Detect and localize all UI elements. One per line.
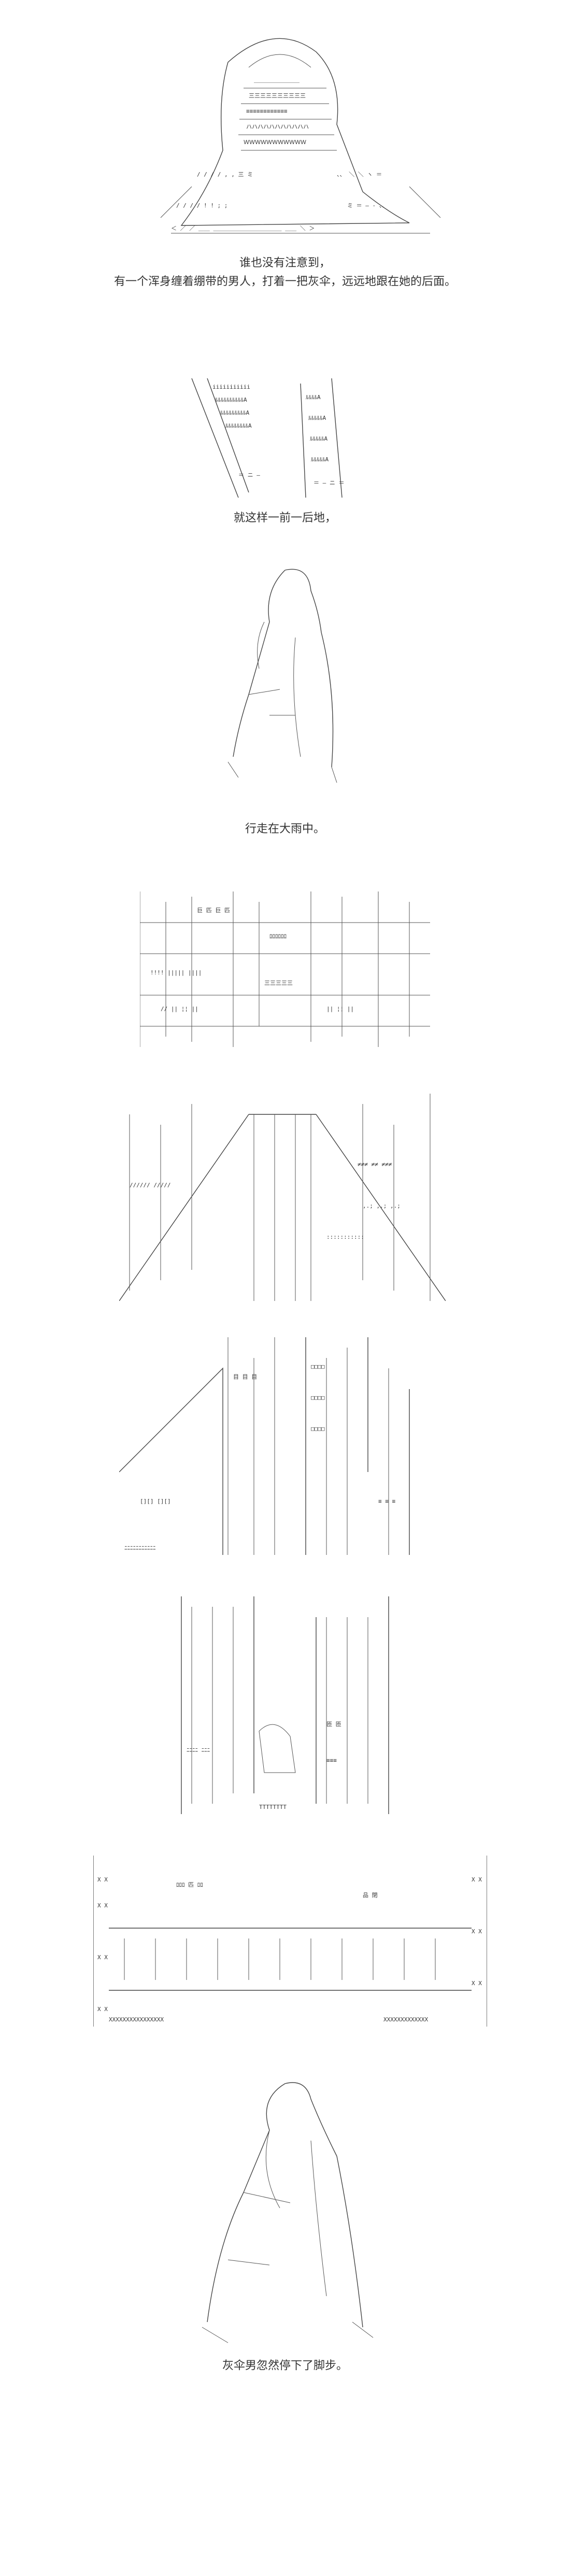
svg-text:ﾙﾙﾙﾙﾙﾙﾙﾙﾙﾙA: ﾙﾙﾙﾙﾙﾙﾙﾙﾙﾙA: [215, 397, 247, 403]
svg-text:ﾆﾆﾆﾆﾆﾆﾆﾆﾆﾆﾆ: ﾆﾆﾆﾆﾆﾆﾆﾆﾆﾆﾆ: [124, 1545, 156, 1551]
svg-text:＜ ／ ／ ＿＿ ＿＿＿＿＿＿＿＿＿＿＿＿ ＿＿ ＼ ＞: ＜ ／ ／ ＿＿ ＿＿＿＿＿＿＿＿＿＿＿＿ ＿＿ ＼ ＞: [171, 225, 315, 232]
svg-text:X X: X X: [97, 2006, 108, 2013]
svg-text:匝 匝: 匝 匝: [326, 1721, 341, 1728]
ascii-art-street-scene: 巨 匹 巨 匹 ﾛﾛﾛﾛﾛﾛ !!!! ||||| |||| 三三三三三 // …: [140, 891, 430, 1047]
svg-text:≡≡≡≡≡≡≡≡≡≡≡≡: ≡≡≡≡≡≡≡≡≡≡≡≡: [246, 108, 288, 115]
svg-text:≠≠≠ ≠≠ ≠≠≠: ≠≠≠ ≠≠ ≠≠≠: [358, 1161, 392, 1168]
ascii-art-figure-back: [218, 560, 363, 793]
svg-text:// || ¦¦ ||: // || ¦¦ ||: [161, 1006, 198, 1012]
svg-text:目 目 目: 目 目 目: [233, 1374, 257, 1380]
svg-text:＝ ニ ―: ＝ ニ ―: [238, 472, 260, 478]
svg-text:ハハハハハハハハハハハ: ハハハハハハハハハハハ: [246, 123, 309, 130]
svg-text:≡≡≡: ≡≡≡: [326, 1757, 337, 1764]
svg-text:ﾛﾛﾛ 匹 ﾛﾛ: ﾛﾛﾛ 匹 ﾛﾛ: [176, 1881, 203, 1888]
ascii-art-tall-buildings: 目 目 目 □□□□ □□□□ □□□□ [][] [][] ≡ ≡ ≡ ﾆﾆﾆ…: [119, 1337, 440, 1555]
caption-1-line-2: 有一个浑身缠着绷带的男人，打着一把灰伞，远远地跟在她的后面。: [113, 275, 456, 288]
svg-text:X X: X X: [472, 1876, 482, 1883]
svg-text:ﾛﾛﾛﾛﾛﾛ: ﾛﾛﾛﾛﾛﾛ: [269, 933, 287, 940]
svg-text:□□□□: □□□□: [311, 1425, 325, 1432]
svg-text:巨 匹 巨 匹: 巨 匹 巨 匹: [197, 907, 230, 914]
svg-text:iiiiiiiiiii: iiiiiiiiiii: [212, 384, 250, 390]
caption-3: 行走在大雨中。: [245, 823, 325, 836]
ascii-art-city-perspective: ////// ///// ≠≠≠ ≠≠ ≠≠≠ ,.; ,.; ,.; ::::…: [119, 1083, 446, 1301]
svg-text:、、 ＼ ＼ ヽ ＝: 、、 ＼ ＼ ヽ ＝: [337, 171, 382, 178]
svg-text:!!!! ||||| ||||: !!!! ||||| ||||: [150, 969, 202, 976]
svg-text:////// /////: ////// /////: [130, 1182, 170, 1188]
svg-text:X X: X X: [97, 1954, 108, 1961]
ascii-art-street-figure: ﾆﾆﾆﾆ ﾆﾆﾆ 匝 匝 ≡≡≡ TTTTTTTT: [171, 1596, 399, 1814]
svg-text:|| ¦¦ ||: || ¦¦ ||: [326, 1006, 354, 1012]
svg-text:ＷＷＷＷＷＷＷＷＷＷＷ: ＷＷＷＷＷＷＷＷＷＷＷ: [244, 139, 306, 146]
svg-text:/ / / / , , 三 ミ: / / / / , , 三 ミ: [197, 171, 253, 178]
svg-text:XXXXXXXXXXXXXXXX: XXXXXXXXXXXXXXXX: [109, 2016, 164, 2023]
svg-text:,.; ,.; ,.;: ,.; ,.; ,.;: [363, 1202, 401, 1209]
svg-text:品 閉: 品 閉: [363, 1892, 378, 1899]
caption-4: 灰伞男忽然停下了脚步。: [222, 2359, 348, 2372]
svg-text:ﾆﾆﾆﾆ ﾆﾆﾆ: ﾆﾆﾆﾆ ﾆﾆﾆ: [187, 1747, 210, 1753]
svg-text:TTTTTTTT: TTTTTTTT: [259, 1804, 287, 1810]
svg-text:ミ ＝ ― ‐ 、、: ミ ＝ ― ‐ 、、: [347, 202, 388, 209]
caption-2: 就这样一前一后地，: [233, 512, 336, 525]
svg-text:＝ ― ニ ＝: ＝ ― ニ ＝: [314, 479, 345, 486]
svg-text:ﾙﾙﾙﾙﾙﾙﾙﾙﾙA: ﾙﾙﾙﾙﾙﾙﾙﾙﾙA: [220, 409, 249, 416]
svg-text:ﾙﾙﾙﾙﾙﾙﾙﾙA: ﾙﾙﾙﾙﾙﾙﾙﾙA: [225, 422, 252, 429]
svg-text:X X: X X: [472, 1980, 482, 1987]
svg-text:ﾙﾙﾙﾙﾙA: ﾙﾙﾙﾙﾙA: [310, 435, 327, 442]
svg-text:□□□□: □□□□: [311, 1363, 325, 1370]
svg-text:三三三三三: 三三三三三: [264, 980, 293, 986]
svg-text:□□□□: □□□□: [311, 1394, 325, 1401]
ascii-art-crossing: X X X X X X X X X X X X X X ﾛﾛﾛ 匹 ﾛﾛ 品 閉…: [93, 1856, 487, 2027]
svg-text:三三三三三三三三三三: 三三三三三三三三三三: [249, 92, 306, 99]
ascii-art-coat-figure: [197, 2078, 394, 2348]
svg-text:ﾙﾙﾙﾙﾙA: ﾙﾙﾙﾙﾙA: [308, 415, 326, 421]
svg-text:X X: X X: [97, 1902, 108, 1909]
svg-text:ﾙﾙﾙﾙﾙA: ﾙﾙﾙﾙﾙA: [311, 456, 329, 463]
svg-text:/ / / / ! ! ; ;: / / / / ! ! ; ;: [176, 202, 227, 209]
caption-1-line-1: 谁也没有注意到，: [239, 257, 331, 270]
caption-1: 谁也没有注意到， 有一个浑身缠着绷带的男人，打着一把灰伞，远远地跟在她的后面。: [0, 254, 570, 291]
ascii-art-walking-legs: iiiiiiiiiii ﾙﾙﾙﾙﾙﾙﾙﾙﾙﾙA ﾙﾙﾙﾙﾙﾙﾙﾙﾙA ﾙﾙﾙﾙﾙ…: [187, 373, 383, 503]
svg-text:＿＿＿＿＿＿＿＿: ＿＿＿＿＿＿＿＿: [254, 77, 300, 83]
svg-text::::::::::::: :::::::::::: [326, 1234, 364, 1240]
svg-text:X X: X X: [97, 1876, 108, 1883]
svg-text:X X: X X: [472, 1928, 482, 1935]
svg-text:[][] [][]: [][] [][]: [140, 1498, 171, 1505]
svg-text:≡ ≡ ≡: ≡ ≡ ≡: [378, 1498, 395, 1505]
ascii-art-hooded-figure: ＿＿＿＿＿＿＿＿ 三三三三三三三三三三 ≡≡≡≡≡≡≡≡≡≡≡≡ ハハハハハハハ…: [119, 21, 472, 249]
svg-text:ﾙﾙﾙﾙA: ﾙﾙﾙﾙA: [306, 394, 321, 401]
svg-text:XXXXXXXXXXXXX: XXXXXXXXXXXXX: [383, 2016, 428, 2023]
